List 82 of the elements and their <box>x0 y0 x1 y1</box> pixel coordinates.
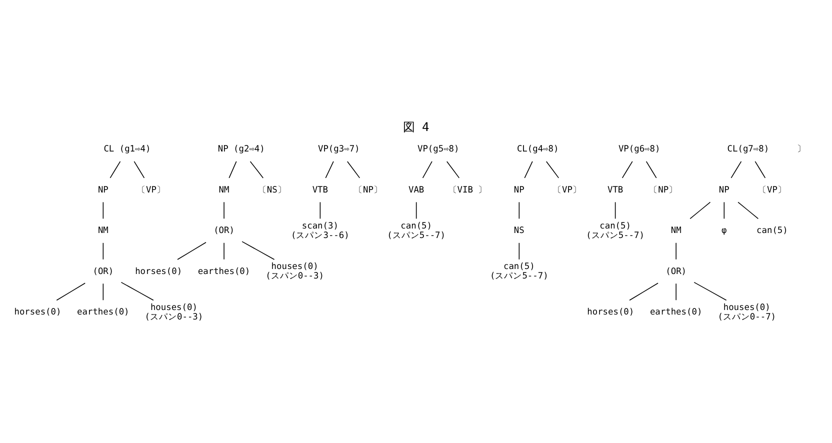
connector <box>250 161 264 178</box>
connector <box>346 161 360 178</box>
connector <box>56 282 86 301</box>
connector <box>422 161 432 178</box>
node-text: 〔VP〕 <box>137 185 166 196</box>
node-text: VP(g5⇨8) <box>417 144 460 155</box>
connector <box>228 161 237 178</box>
node-text: 〔VP〕 <box>758 185 786 196</box>
connector <box>134 161 145 178</box>
node-text: 〔NP〕 <box>354 185 382 196</box>
node-text: houses(0) <box>723 302 770 313</box>
connector <box>102 202 104 220</box>
node-text: horses(0) <box>587 308 634 318</box>
node-text: (OR) <box>666 266 687 277</box>
node-text: can(5) <box>504 262 535 272</box>
connector <box>690 202 711 220</box>
node-text: NS <box>514 226 524 236</box>
node-text: 〔NS〕 <box>258 185 286 196</box>
connector <box>416 202 417 220</box>
connector <box>325 161 334 178</box>
node-text: earthes(0) <box>650 308 702 318</box>
node-text: VP(g6⇨8) <box>618 144 660 155</box>
node-text: scan(3) <box>302 221 338 232</box>
node-text: NM <box>98 226 108 236</box>
node-text: VTB <box>607 185 624 196</box>
node-text: earthes(0) <box>198 266 250 277</box>
node-text: VP(g3⇨7) <box>318 144 360 155</box>
node-text: houses(0) <box>271 262 318 272</box>
node-text: CL(g4⇨8) <box>516 144 559 155</box>
connector <box>524 161 533 178</box>
node-text: earthes(0) <box>77 308 130 318</box>
connector <box>446 161 460 178</box>
node-label: (スパン0--3) <box>144 312 204 322</box>
node-text: 〔VP〕 <box>553 185 582 196</box>
connector <box>518 242 520 260</box>
node-label: (スパン0--7) <box>718 312 776 322</box>
node-text: NP <box>514 185 524 196</box>
node-text: VAB <box>408 185 424 196</box>
node-text: CL (g1⇨4) <box>104 144 151 155</box>
connector <box>754 161 766 178</box>
connector <box>120 282 154 301</box>
connector <box>646 161 657 178</box>
connector <box>177 242 206 260</box>
node-text: horses(0) <box>14 308 62 318</box>
connector <box>694 282 727 301</box>
connector <box>629 282 658 301</box>
node-text: 〔VIB 〕 <box>448 185 488 196</box>
node-text: CL(g7⇨8) <box>727 144 770 155</box>
node-text: can(5) <box>400 221 432 232</box>
node-text: 〔NP〕 <box>649 185 678 196</box>
connector <box>738 202 759 220</box>
node-text: NM <box>218 185 230 196</box>
diagram-title: 図 4 <box>402 120 430 134</box>
node-text: NM <box>670 226 682 236</box>
node-text: VTB <box>312 185 328 196</box>
connector <box>546 161 560 178</box>
node-text: can(5) <box>756 226 788 236</box>
connector <box>320 202 321 220</box>
node-text: horses(0) <box>135 266 182 277</box>
node-label: (スパン5--7) <box>586 230 644 241</box>
node-text: can(5) <box>600 221 631 232</box>
connector <box>102 283 104 301</box>
node-text: (OR) <box>92 266 114 277</box>
connector <box>730 161 742 178</box>
node-label: (スパン3--6) <box>291 230 350 241</box>
node-text: NP <box>718 185 730 196</box>
connector <box>518 202 520 220</box>
connector <box>614 202 616 220</box>
node-label: (スパン5--7) <box>490 272 548 282</box>
connector <box>102 242 104 260</box>
node-text: φ <box>722 226 727 236</box>
node-text: NP (g2⇨4) <box>218 144 265 155</box>
label: 〕 <box>797 144 806 155</box>
node-label: (スパン0--3) <box>266 272 324 282</box>
node-text: (OR) <box>214 226 234 236</box>
connector <box>622 161 633 178</box>
node-text: houses(0) <box>150 302 198 313</box>
connector <box>110 161 121 178</box>
connector <box>724 202 725 220</box>
connector <box>242 241 275 260</box>
node-label: (スパン5--7) <box>387 230 446 241</box>
node-text: NP <box>98 185 108 196</box>
